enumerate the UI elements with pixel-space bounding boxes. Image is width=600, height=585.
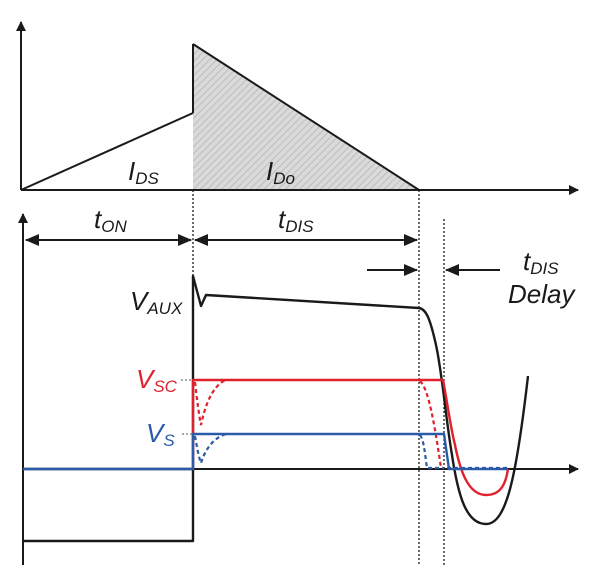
vs-dashed-transient-end: [419, 434, 444, 470]
vsc-waveform: [191, 378, 510, 497]
vaux-label: VAUX: [130, 286, 183, 318]
vs-label: VS: [146, 418, 175, 450]
ton-label: tON: [94, 204, 127, 236]
ids-label: IDS: [128, 156, 160, 188]
ids-ramp: [20, 112, 194, 191]
tdis-label: tDIS: [278, 204, 314, 236]
tdis-delay-label: tDIS: [523, 246, 559, 278]
bottom-panel: tON tDIS tDIS Delay VAUX VSC VS: [18, 204, 579, 565]
top-panel: IDS IDo: [16, 21, 579, 195]
vsc-label: VSC: [136, 364, 178, 396]
vaux-waveform: [23, 274, 530, 543]
ido-slope: [192, 43, 420, 191]
vs-dashed-transient-start: [193, 432, 227, 467]
vsc-dashed-transient-end: [419, 380, 443, 469]
vsc-dashed-transient-start: [193, 378, 227, 426]
vs-waveform: [23, 432, 508, 471]
ido-label: IDo: [266, 156, 295, 188]
delay-label: Delay: [508, 279, 576, 309]
